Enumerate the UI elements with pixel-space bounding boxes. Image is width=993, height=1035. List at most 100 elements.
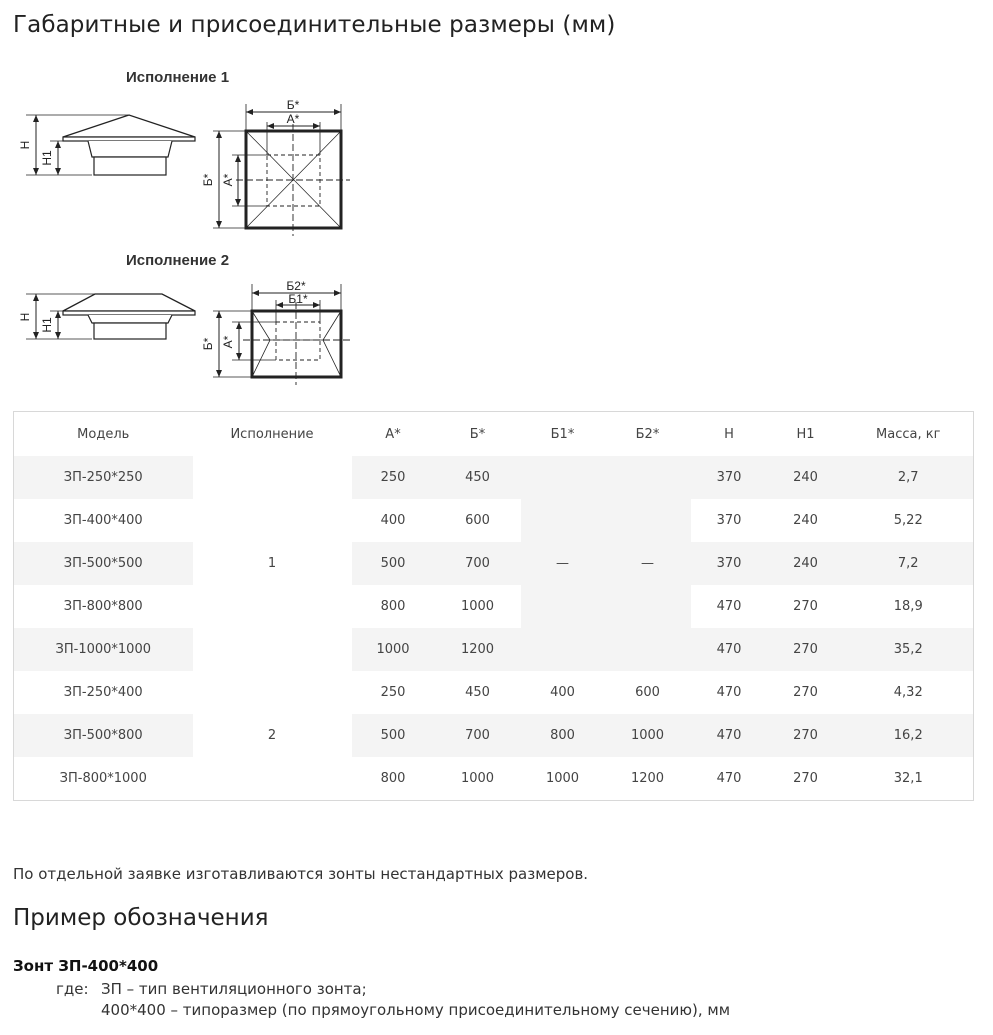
cell-h1: 270 [767,757,844,801]
label-A-side: А* [221,173,235,186]
label-H1: H1 [40,150,54,166]
cell-h1: 270 [767,714,844,757]
col-header-a: А* [351,411,435,456]
cell-a: 250 [351,456,435,499]
cell-b1-dash: — [520,456,605,671]
table-row: ЗП-500*500 500 700 370 240 7,2 [13,542,974,585]
cell-a: 500 [351,714,435,757]
col-header-h: H [690,411,768,456]
cell-b: 600 [434,499,521,542]
table-row: ЗП-250*250 1 250 450 — — 370 240 2,7 [13,456,974,671]
label2-A-side: А* [221,335,235,348]
cell-a: 1000 [351,628,435,671]
label2-H1: H1 [40,317,54,333]
cell-b2: 600 [604,671,691,714]
table-row: ЗП-1000*1000 1000 1200 470 270 35,2 [13,628,974,671]
cell-model: ЗП-800*800 [13,585,193,628]
cell-model: ЗП-800*1000 [13,757,193,801]
cell-mass: 7,2 [843,542,974,585]
cell-model: ЗП-250*400 [13,671,193,714]
cell-model: ЗП-1000*1000 [13,628,193,671]
cell-h1: 240 [767,499,844,542]
label2-H: H [18,313,32,322]
designation-line-size: 400*400 – типоразмер (по прямоугольному … [101,1001,731,1019]
col-header-b2: Б2* [604,411,691,456]
cell-h1: 240 [767,542,844,585]
table-row: ЗП-800*800 800 1000 470 270 18,9 [13,585,974,628]
cell-model: ЗП-400*400 [13,499,193,542]
cell-a: 500 [351,542,435,585]
col-header-b: Б* [434,411,521,456]
designation-line-type: ЗП – тип вентиляционного зонта; [101,980,367,998]
variant1-title: Исполнение 1 [126,69,230,86]
cell-b2: 1000 [604,714,691,757]
cell-h: 470 [690,714,768,757]
cell-model: ЗП-500*800 [13,714,193,757]
cell-h: 370 [690,456,768,499]
cell-b1: 400 [520,671,605,714]
cell-b: 1000 [434,757,521,801]
col-header-h1: H1 [767,411,844,456]
cell-a: 800 [351,585,435,628]
designation-example: Зонт ЗП-400*400 [13,957,159,975]
label2-B1: Б1* [288,292,308,306]
table-row: ЗП-500*800 500 700 800 1000 470 270 16,2 [13,714,974,757]
cell-mass: 2,7 [843,456,974,499]
cell-b: 1000 [434,585,521,628]
cell-h1: 270 [767,585,844,628]
cell-b: 450 [434,456,521,499]
table-row: ЗП-250*400 2 250 450 400 600 470 270 4,3… [13,671,974,801]
cell-a: 250 [351,671,435,714]
cell-h: 470 [690,628,768,671]
cell-mass: 4,32 [843,671,974,714]
label2-B2: Б2* [286,279,306,293]
cell-variant-2: 2 [192,671,352,801]
label-A: А* [287,112,300,126]
cell-mass: 5,22 [843,499,974,542]
cell-h: 370 [690,542,768,585]
cell-model: ЗП-250*250 [13,456,193,499]
table-row: ЗП-400*400 400 600 370 240 5,22 [13,499,974,542]
variant1-side-drawing: H H1 Б* А* Б* А* [18,98,350,236]
cell-model: ЗП-500*500 [13,542,193,585]
cell-mass: 32,1 [843,757,974,801]
cell-h1: 240 [767,456,844,499]
col-header-b1: Б1* [520,411,605,456]
cell-h1: 270 [767,628,844,671]
cell-mass: 18,9 [843,585,974,628]
col-header-variant: Исполнение [192,411,352,456]
cell-h1: 270 [767,671,844,714]
col-header-mass: Масса, кг [843,411,974,456]
variant2-drawing: H H1 Б2* Б1* Б* А* [18,279,350,385]
label2-B-side: Б* [201,337,215,350]
col-header-model: Модель [13,411,193,456]
page-title: Габаритные и присоединительные размеры (… [13,12,616,38]
label-H: H [18,141,32,150]
label-B: Б* [287,98,300,112]
cell-variant-1: 1 [192,456,352,671]
cell-mass: 35,2 [843,628,974,671]
cell-a: 400 [351,499,435,542]
custom-size-note: По отдельной заявке изготавливаются зонт… [13,865,589,883]
example-heading: Пример обозначения [13,905,269,931]
where-label: где: [56,980,89,998]
table-header-row: Модель Исполнение А* Б* Б1* Б2* H H1 Мас… [13,411,974,456]
variant2-title: Исполнение 2 [126,252,230,269]
cell-b1: 1000 [520,757,605,801]
cell-mass: 16,2 [843,714,974,757]
cell-h: 370 [690,499,768,542]
cell-h: 470 [690,671,768,714]
cell-h: 470 [690,585,768,628]
label-B-side: Б* [201,173,215,186]
cell-b2-dash: — [604,456,691,671]
cell-a: 800 [351,757,435,801]
cell-b1: 800 [520,714,605,757]
table-row: ЗП-800*1000 800 1000 1000 1200 470 270 3… [13,757,974,801]
cell-b: 700 [434,714,521,757]
cell-b2: 1200 [604,757,691,801]
cell-b: 450 [434,671,521,714]
cell-b: 700 [434,542,521,585]
cell-b: 1200 [434,628,521,671]
cell-h: 470 [690,757,768,801]
dimensions-table: Модель Исполнение А* Б* Б1* Б2* H H1 Мас… [13,411,974,801]
